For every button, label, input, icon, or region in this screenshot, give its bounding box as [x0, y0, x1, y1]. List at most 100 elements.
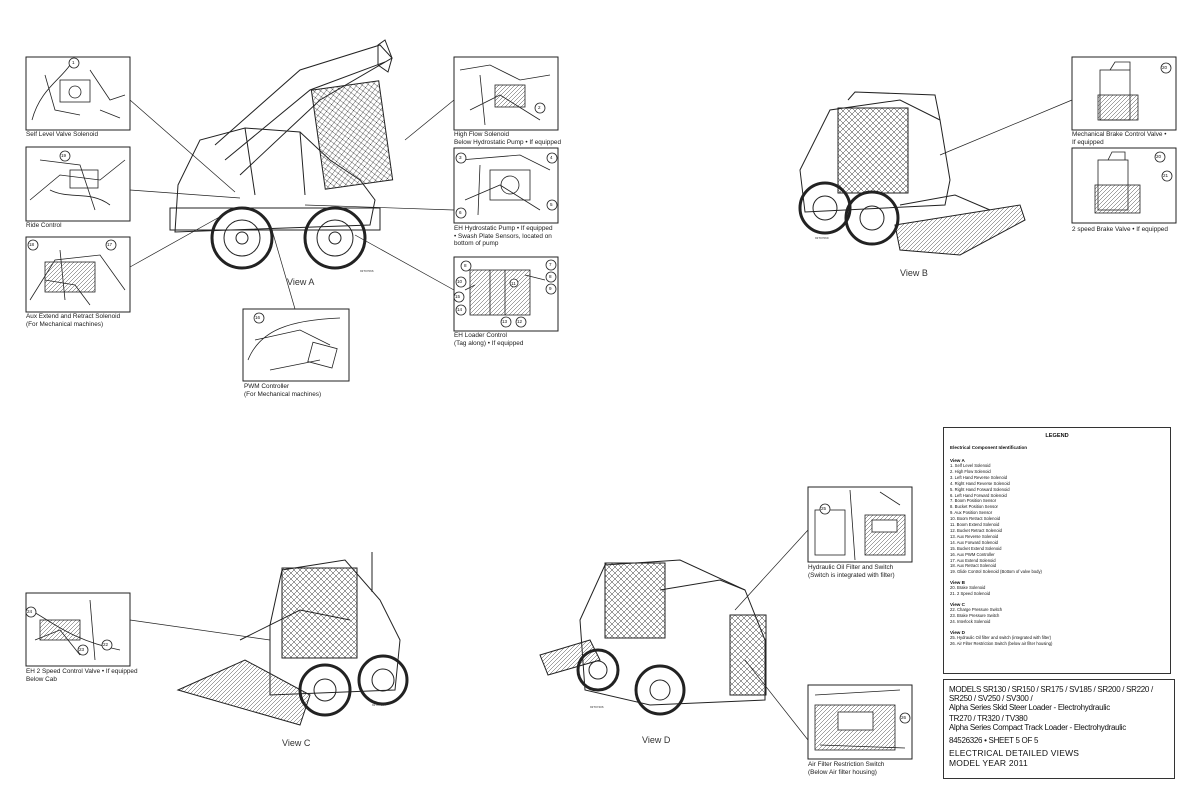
legend-item: 26. Air Filter Restriction Switch (below…: [950, 640, 1053, 646]
caption-eh-pump: EH Hydrostatic Pump • If equipped • Swas…: [454, 225, 553, 248]
legend-group-heading: View A: [950, 458, 965, 463]
callout-20b: 20: [1156, 154, 1162, 159]
caption-aux-extend: Aux Extend and Retract Solenoid (For Mec…: [26, 313, 121, 328]
caption-mech-brake: Mechanical Brake Control Valve • If equi…: [1072, 131, 1167, 146]
legend-item: 9. Aux Position Sensor: [950, 510, 993, 516]
callout-16: 16: [255, 315, 261, 320]
callout-14: 14: [457, 307, 463, 312]
caption-self-level: Self Level Valve Solenoid: [26, 131, 99, 138]
view-b-label: View B: [900, 268, 928, 278]
legend-title: LEGEND: [1045, 433, 1069, 439]
leader-lines: [129, 99, 1073, 741]
caption-pwm-controller: PWM Controller (For Mechanical machines): [244, 383, 322, 398]
legend-item: 11. Boom Extend Solenoid: [950, 522, 1000, 528]
legend-item: 21. 2 Speed Solenoid: [950, 591, 991, 597]
legend-item: 16. Aux PWM Controller: [950, 551, 995, 557]
legend-item: 25. Hydraulic Oil filter and switch (int…: [950, 634, 1052, 640]
callout-13: 13: [502, 319, 508, 324]
callout-26: 26: [901, 715, 907, 720]
callout-19: 19: [61, 153, 67, 158]
callout-7: 7: [549, 262, 552, 267]
legend-item: 13. Aux Reverse Solenoid: [950, 533, 999, 539]
caption-ride-control: Ride Control: [26, 222, 62, 229]
svg-text:93T07406: 93T07406: [590, 705, 604, 709]
legend-item: 22. Charge Pressure Switch: [950, 607, 1003, 613]
svg-text:93T07069: 93T07069: [815, 236, 829, 240]
legend-item: 18. Aux Retract Solenoid: [950, 563, 997, 569]
callout-17: 17: [107, 242, 113, 247]
callout-4: 4: [550, 155, 553, 160]
legend-item: 15. Bucket Extend Solenoid: [950, 545, 1002, 551]
callout-8: 8: [464, 263, 467, 268]
legend-group-heading: View B: [950, 580, 965, 586]
callout-18: 18: [29, 242, 35, 247]
drawing-heading-2: MODEL YEAR 2011: [949, 758, 1028, 768]
callout-10: 10: [457, 279, 463, 284]
callout-9: 9: [549, 286, 552, 291]
view-a-label: View A: [287, 277, 315, 287]
callout-21: 21: [1163, 173, 1169, 178]
callout-1: 1: [72, 60, 75, 65]
legend-item: 17. Aux Extend Solenoid: [950, 557, 996, 563]
sheet-number: 84526326 • SHEET 5 OF 5: [949, 736, 1039, 745]
models-line-4: Alpha Series Compact Track Loader - Elec…: [949, 723, 1126, 732]
legend-group-heading: View C: [950, 602, 965, 608]
models-line-2: Alpha Series Skid Steer Loader - Electro…: [949, 703, 1110, 712]
models-line-3: TR270 / TR320 / TV380: [949, 714, 1028, 723]
legend-item: 10. Boom Retract Solenoid: [950, 516, 1001, 522]
legend-item: 19. Glide Control Solenoid (Bottom of va…: [950, 569, 1042, 575]
view-c-label: View C: [282, 738, 311, 748]
callout-20: 20: [1162, 65, 1168, 70]
callout-12: 12: [517, 319, 523, 324]
caption-hydraulic-oil-filter: Hydraulic Oil Filter and Switch (Switch …: [808, 564, 895, 579]
legend-group-list: 25. Hydraulic Oil filter and switch (int…: [950, 635, 1164, 647]
legend-item: 12. Bucket Retract Solenoid: [950, 527, 1002, 533]
legend-item: 23. Brake Pressure Switch: [950, 612, 1000, 618]
title-block: MODELS SR130 / SR150 / SR175 / SV185 / S…: [943, 679, 1175, 779]
callout-6: 6: [459, 210, 462, 215]
legend-item: 24. Interlock Solenoid: [950, 618, 991, 624]
callout-24: 24: [27, 609, 33, 614]
legend-subtitle: Electrical Component Identification: [950, 445, 1028, 450]
view-d-loader-drawing: [539, 559, 767, 716]
callout-11: 11: [511, 281, 516, 286]
svg-text:93T07066: 93T07066: [360, 269, 374, 273]
legend-item: 6. Left Hand Forward Solenoid: [950, 492, 1007, 498]
view-c-loader-drawing: [176, 552, 409, 726]
caption-2-speed-brake: 2 speed Brake Valve • If equipped: [1072, 226, 1168, 233]
legend-item: 7. Boom Position Sensor: [950, 498, 997, 504]
inset-frames: [25, 56, 1177, 760]
caption-eh-2-speed: EH 2 Speed Control Valve • If equipped B…: [26, 668, 138, 683]
callout-circles: [25, 57, 1173, 724]
callout-5: 5: [550, 202, 553, 207]
drawing-heading-1: ELECTRICAL DETAILED VIEWS: [949, 748, 1080, 758]
caption-eh-loader: EH Loader Control (Tag along) • If equip…: [454, 332, 524, 347]
caption-air-filter: Air Filter Restriction Switch (Below Air…: [808, 761, 885, 776]
caption-high-flow: High Flow Solenoid Below Hydrostatic Pum…: [454, 131, 562, 146]
callout-15: 15: [455, 294, 461, 299]
models-line-1: MODELS SR130 / SR150 / SR175 / SV185 / S…: [949, 685, 1153, 703]
callout-8b: 8: [549, 274, 552, 279]
legend-box: LEGEND Electrical Component Identificati…: [943, 427, 1171, 674]
legend-item: 2. High Flow Solenoid: [950, 468, 991, 474]
view-d-label: View D: [642, 735, 671, 745]
callout-25: 25: [821, 506, 827, 511]
legend-item: 20. Brake Solenoid: [950, 585, 986, 591]
callout-2: 2: [538, 105, 541, 110]
callout-3: 3: [459, 155, 462, 160]
legend-item: 8. Bucket Position Sensor: [950, 504, 998, 510]
legend-item: 5. Right Hand Forward Solenoid: [950, 486, 1010, 492]
view-a-loader-drawing: [169, 39, 394, 270]
callout-22: 22: [103, 642, 109, 647]
legend-item: 4. Right Hand Reverse Solenoid: [950, 480, 1010, 486]
legend-item: 14. Aux Forward Solenoid: [950, 539, 998, 545]
callout-23: 23: [79, 647, 85, 652]
svg-text:93T07064: 93T07064: [372, 703, 386, 707]
legend-item: 3. Left Hand Reverse Solenoid: [950, 474, 1008, 480]
